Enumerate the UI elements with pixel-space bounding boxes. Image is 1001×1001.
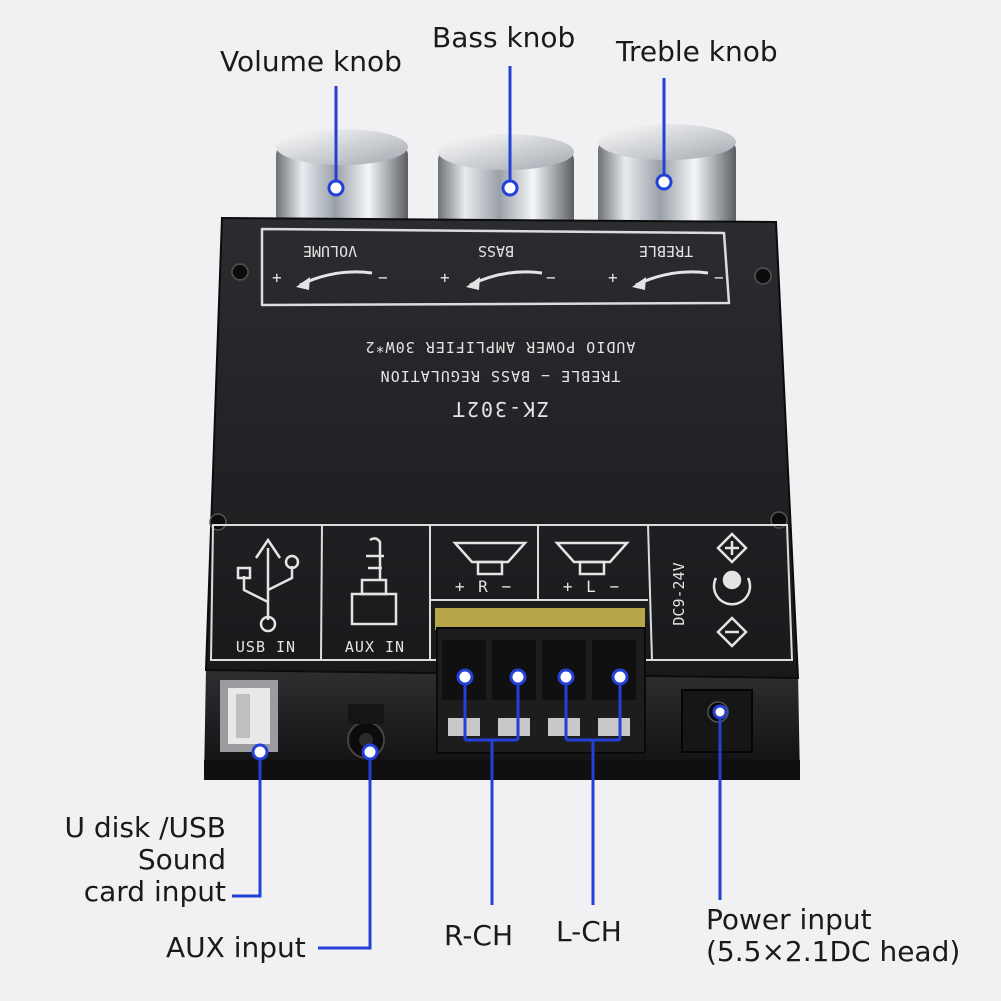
dc-power-jack	[681, 689, 753, 753]
right-channel-label: + R −	[455, 577, 513, 596]
left-channel-label: + L −	[563, 577, 621, 596]
aux-in-label: AUX IN	[345, 638, 405, 656]
panel-bass-label: BASS	[478, 242, 514, 260]
top-panel: VOLUME BASS TREBLE + − + − + − AUDIO POW…	[204, 216, 800, 680]
speaker-left-icon	[554, 541, 630, 576]
volume-knob	[276, 129, 408, 230]
treble-minus-sign: −	[714, 268, 724, 287]
panel-amplifier-line: AUDIO POWER AMPLIFIER 30W*2	[365, 338, 636, 356]
aux-input-callout: AUX input	[166, 931, 306, 964]
dc-polarity-icon	[712, 532, 752, 648]
volume-knob-callout: Volume knob	[220, 45, 402, 78]
panel-regulation-line: TREBLE − BASS REGULATION	[380, 367, 621, 385]
usb-in-label: USB IN	[236, 638, 296, 656]
usb-symbol-icon	[236, 537, 300, 633]
bass-plus-sign: +	[440, 268, 450, 287]
aux-jack-icon	[350, 537, 398, 626]
bass-minus-sign: −	[546, 268, 556, 287]
usb-port	[220, 680, 278, 752]
callout-lines	[232, 66, 722, 950]
treble-plus-sign: +	[608, 268, 618, 287]
bass-knob-callout: Bass knob	[432, 21, 576, 54]
callout-dots	[251, 173, 728, 761]
power-input-callout: Power input (5.5×2.1DC head)	[706, 903, 961, 968]
usb-input-callout: U disk /USB Sound card input	[64, 811, 226, 908]
speaker-terminal-block	[435, 608, 646, 754]
volume-plus-sign: +	[272, 268, 282, 287]
panel-volume-label: VOLUME	[303, 242, 357, 260]
right-channel-callout: R-CH	[444, 919, 514, 952]
speaker-right-icon	[452, 541, 528, 576]
treble-knob-callout: Treble knob	[616, 35, 778, 68]
volume-minus-sign: −	[378, 268, 388, 287]
panel-treble-label: TREBLE	[639, 242, 693, 260]
screw-icon	[754, 267, 772, 285]
panel-model-label: ZK-302T	[451, 397, 549, 421]
screw-icon	[231, 263, 249, 281]
left-channel-callout: L-CH	[556, 915, 622, 948]
dc-voltage-label: DC9-24V	[670, 562, 688, 625]
